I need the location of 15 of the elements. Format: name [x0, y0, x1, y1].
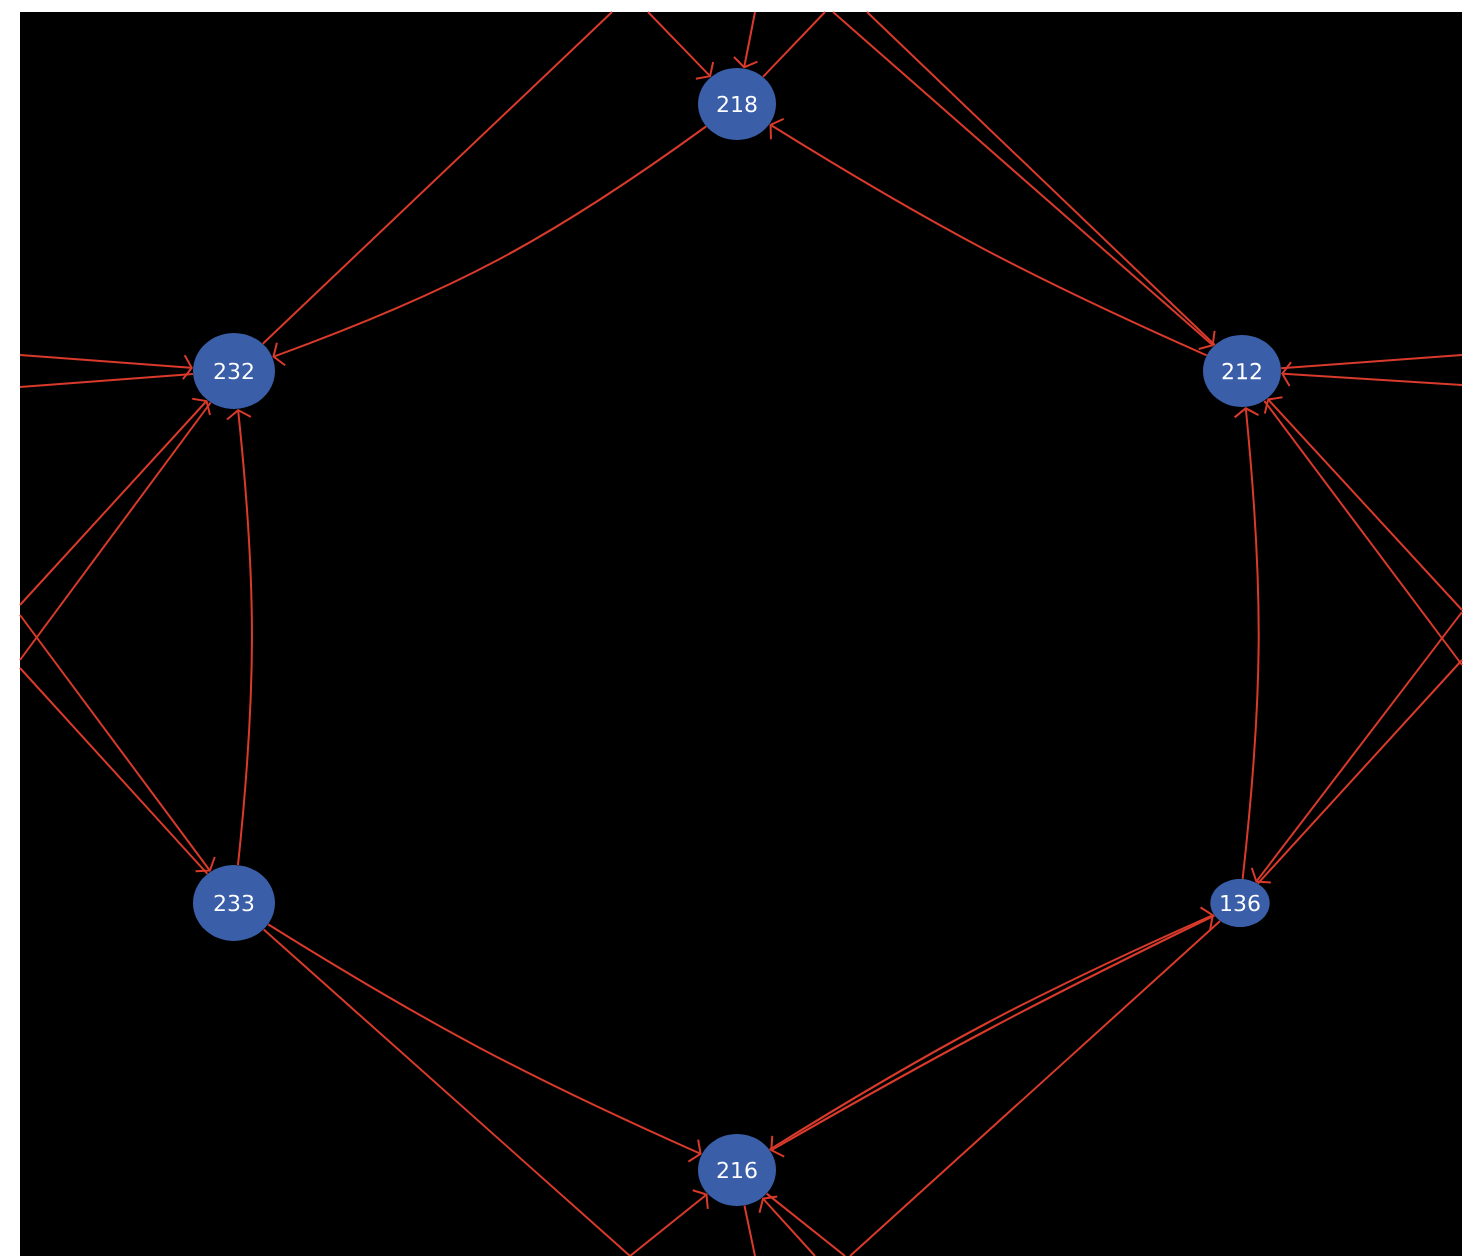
arrow — [1250, 611, 1463, 884]
arrow — [1233, 407, 1260, 880]
arrow — [769, 117, 1208, 357]
arrow — [19, 614, 216, 873]
arrow — [19, 397, 211, 606]
arrow — [1281, 361, 1463, 388]
arrow — [1263, 396, 1463, 611]
arrow — [629, 1189, 709, 1256]
arrow — [647, 11, 715, 80]
arrow — [732, 11, 759, 69]
arrow — [272, 125, 708, 367]
arrow — [758, 1195, 816, 1256]
arrow — [226, 409, 253, 866]
arrow — [267, 923, 702, 1163]
arrow — [19, 354, 193, 381]
